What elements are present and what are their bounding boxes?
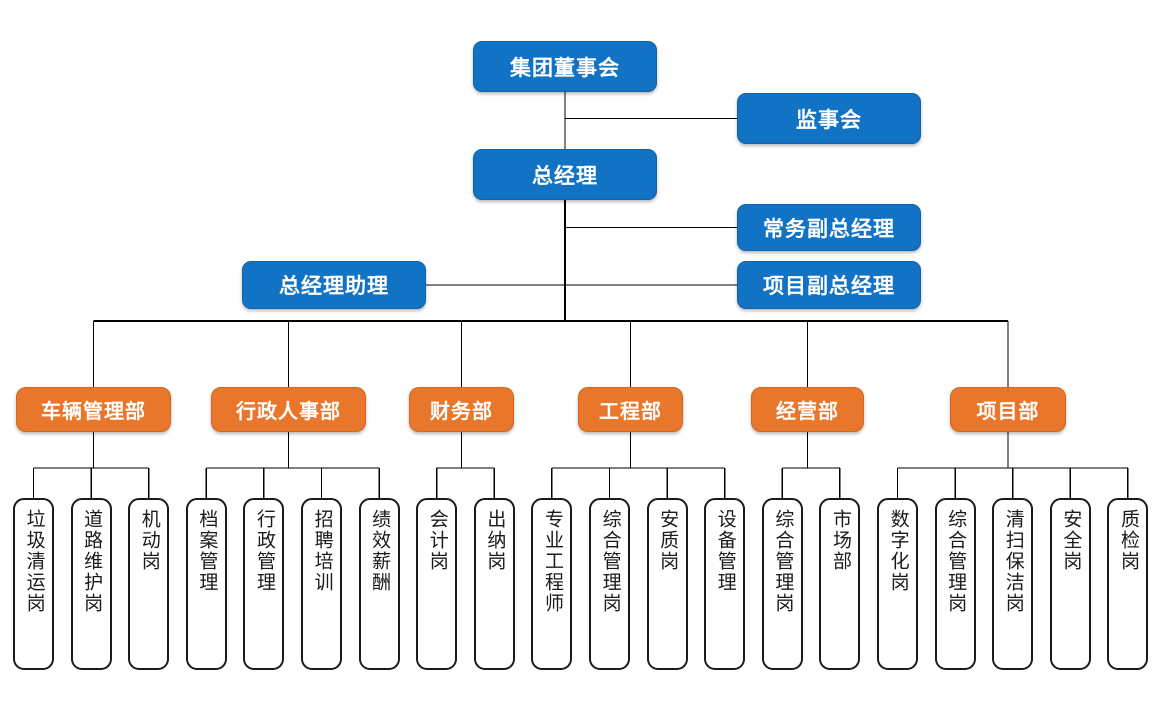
position-node-leaf-15[interactable]: 数字化岗 [877, 498, 918, 670]
position-node-label: 综合管理岗 [772, 509, 794, 614]
exec-node-supervisors[interactable]: 监事会 [737, 93, 921, 144]
exec-node-label: 集团董事会 [510, 56, 620, 80]
department-node-admin-hr[interactable]: 行政人事部 [211, 387, 366, 432]
position-node-leaf-11[interactable]: 安质岗 [646, 498, 688, 670]
position-node-leaf-3[interactable]: 档案管理 [185, 498, 227, 670]
exec-node-label: 总经理助理 [279, 275, 389, 298]
position-node-leaf-17[interactable]: 清扫保洁岗 [992, 498, 1034, 670]
position-node-leaf-6[interactable]: 绩效薪酬 [358, 498, 400, 670]
position-node-leaf-14[interactable]: 市场部 [819, 498, 861, 670]
position-node-label: 垃圾清运岗 [23, 509, 45, 614]
department-node-label: 工程部 [599, 401, 662, 423]
position-node-leaf-2[interactable]: 机动岗 [128, 498, 170, 670]
position-node-label: 清扫保洁岗 [1002, 509, 1024, 614]
position-node-label: 道路维护岗 [81, 509, 103, 614]
position-node-leaf-13[interactable]: 综合管理岗 [761, 498, 803, 670]
exec-node-board[interactable]: 集团董事会 [473, 41, 657, 92]
position-node-label: 安全岗 [1060, 509, 1082, 572]
exec-node-label: 常务副总经理 [763, 217, 895, 241]
position-node-leaf-10[interactable]: 综合管理岗 [589, 498, 630, 670]
position-node-label: 绩效薪酬 [369, 509, 391, 593]
position-node-leaf-16[interactable]: 综合管理岗 [934, 498, 976, 670]
exec-node-project-vp[interactable]: 项目副总经理 [737, 261, 921, 309]
department-node-label: 经营部 [776, 401, 839, 423]
department-node-operation[interactable]: 经营部 [751, 387, 864, 432]
exec-node-exec-vp[interactable]: 常务副总经理 [737, 204, 921, 251]
position-node-label: 会计岗 [426, 509, 448, 572]
exec-node-label: 项目副总经理 [763, 275, 895, 298]
exec-node-gm[interactable]: 总经理 [473, 149, 657, 200]
department-node-project[interactable]: 项目部 [950, 387, 1066, 432]
position-node-label: 综合管理岗 [599, 509, 621, 614]
position-node-leaf-7[interactable]: 会计岗 [416, 498, 458, 670]
exec-node-label: 监事会 [796, 108, 862, 132]
position-node-label: 档案管理 [196, 509, 218, 593]
position-node-label: 专业工程师 [541, 509, 563, 614]
position-node-leaf-4[interactable]: 行政管理 [243, 498, 285, 670]
position-node-leaf-12[interactable]: 设备管理 [704, 498, 746, 670]
position-node-label: 招聘培训 [311, 509, 333, 593]
position-node-leaf-18[interactable]: 安全岗 [1049, 498, 1091, 670]
exec-node-label: 总经理 [532, 164, 598, 188]
position-node-label: 安质岗 [657, 509, 679, 572]
position-node-leaf-5[interactable]: 招聘培训 [301, 498, 342, 670]
position-node-leaf-9[interactable]: 专业工程师 [531, 498, 573, 670]
position-node-label: 综合管理岗 [945, 509, 967, 614]
position-node-label: 行政管理 [253, 509, 275, 593]
position-node-label: 数字化岗 [887, 509, 909, 593]
position-node-leaf-8[interactable]: 出纳岗 [473, 498, 515, 670]
department-node-engineer[interactable]: 工程部 [578, 387, 683, 432]
position-node-leaf-19[interactable]: 质检岗 [1107, 498, 1149, 670]
department-node-label: 财务部 [430, 401, 493, 423]
position-node-label: 出纳岗 [484, 509, 506, 572]
position-node-label: 设备管理 [714, 509, 736, 593]
department-node-vehicle[interactable]: 车辆管理部 [16, 387, 171, 432]
department-node-label: 车辆管理部 [41, 401, 146, 423]
position-node-label: 质检岗 [1117, 509, 1139, 572]
position-node-label: 机动岗 [138, 509, 160, 572]
position-node-leaf-0[interactable]: 垃圾清运岗 [13, 498, 54, 670]
department-node-label: 行政人事部 [236, 401, 341, 423]
exec-node-gm-assistant[interactable]: 总经理助理 [242, 261, 426, 309]
department-node-finance[interactable]: 财务部 [409, 387, 514, 432]
position-node-label: 市场部 [829, 509, 851, 572]
position-node-leaf-1[interactable]: 道路维护岗 [70, 498, 112, 670]
department-node-label: 项目部 [976, 401, 1040, 423]
